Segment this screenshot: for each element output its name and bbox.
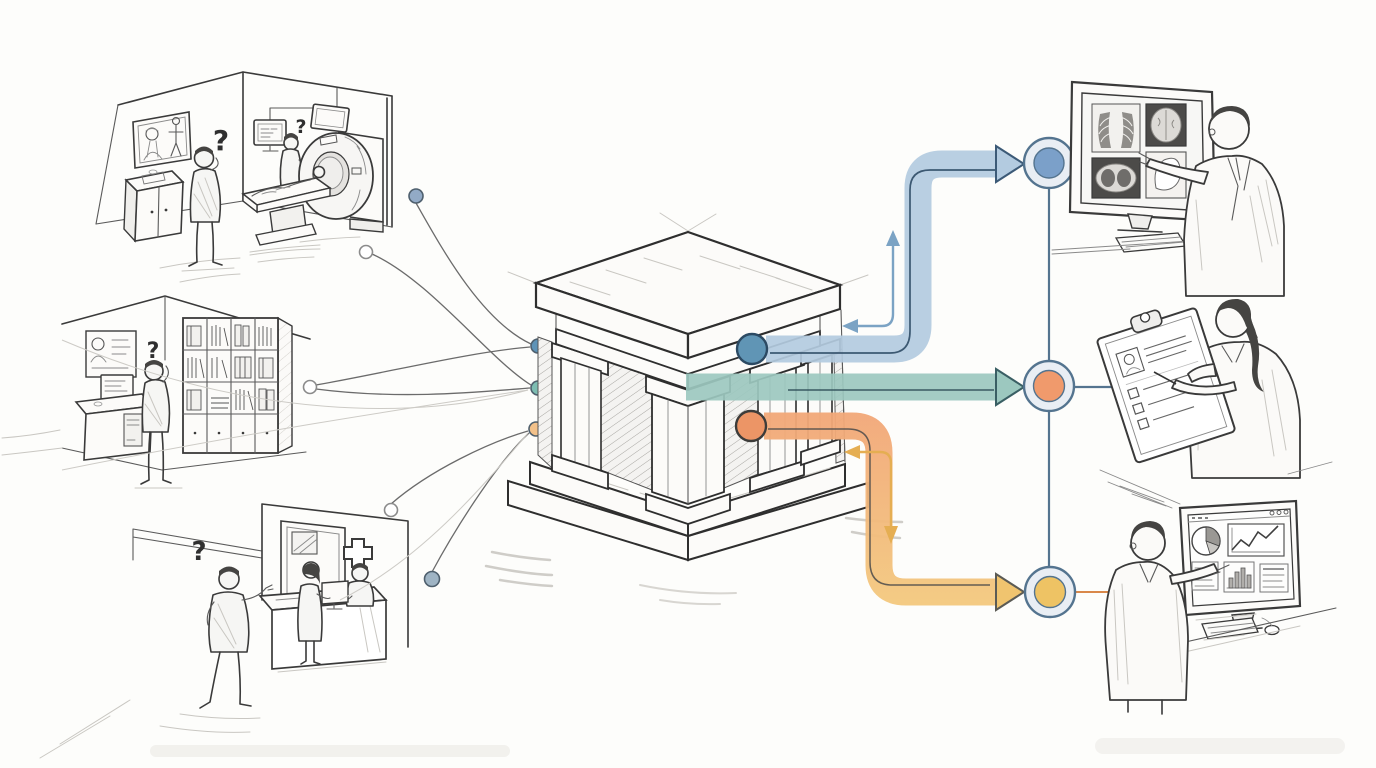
port-circle-orange — [734, 409, 768, 443]
shelf-books — [186, 324, 275, 411]
band-blue-arrowhead — [995, 144, 1026, 184]
scene-imaging-room: ? ? — [95, 71, 393, 283]
band-orange-arrowhead — [995, 572, 1026, 612]
scene-radiologist — [1051, 80, 1285, 297]
ct-panel — [1091, 157, 1141, 199]
band-blue-centerline — [770, 169, 1000, 354]
feedback-arrow-gold — [844, 445, 898, 544]
analyst-figure — [1104, 521, 1230, 715]
paper-marks — [150, 738, 1345, 757]
analyst-mouse — [1261, 617, 1280, 636]
left-connector-curves-faint — [61, 339, 529, 601]
band-teal-arrowhead — [995, 367, 1026, 407]
reception-visitor-figure — [199, 566, 274, 709]
band-orange — [764, 412, 998, 606]
dot-reception-open — [383, 502, 399, 518]
band-orange-centerline — [768, 428, 990, 586]
records-clerk-figure — [134, 360, 183, 489]
pen — [1153, 371, 1177, 385]
scene-analyst — [1104, 499, 1337, 715]
imaging-room-walls — [95, 71, 393, 283]
scene-reception: ? — [39, 503, 409, 759]
display-patient-figure — [143, 127, 163, 161]
imaging-visitor-question-mark: ? — [213, 124, 229, 157]
pillar-ports — [734, 332, 769, 443]
port-circle-blue — [735, 332, 769, 366]
mri-table-patient — [241, 165, 332, 263]
flow-bands — [686, 144, 1026, 612]
dot-reception-filled — [423, 570, 441, 588]
imaging-technician-question-mark: ? — [295, 116, 306, 138]
reception-woman-figure — [297, 561, 331, 665]
feedback-arrow-blue — [842, 230, 900, 333]
scene-clinician — [1096, 298, 1333, 509]
dot-imaging-filled — [408, 188, 424, 204]
clinician-arms — [1153, 363, 1237, 396]
imaging-cabinet — [123, 169, 185, 243]
dot-records-open — [302, 379, 318, 395]
imaging-visitor-figure — [181, 146, 235, 272]
shelf-cabinet-knobs — [193, 431, 269, 435]
radiologist-figure — [1138, 106, 1285, 297]
records-question-mark: ? — [147, 339, 160, 364]
dot-imaging-open — [358, 244, 374, 260]
dashboard-pie-chart — [1191, 526, 1221, 556]
dashboard-line-chart — [1227, 523, 1285, 557]
dashboard-window-dots — [1269, 509, 1289, 516]
imaging-wall-display — [132, 111, 192, 169]
xray-panel — [1091, 103, 1141, 153]
output-nodes — [1022, 136, 1120, 619]
pillar-left — [551, 341, 609, 491]
imaging-wall-monitors — [253, 87, 350, 152]
display-body-silhouette — [168, 116, 184, 157]
scene-records-room: ? — [1, 295, 311, 489]
records-desk-computer — [74, 374, 154, 461]
node-clinical-output — [1022, 359, 1076, 413]
node-imaging-output — [1022, 136, 1076, 190]
ceiling-monitor — [310, 103, 350, 133]
records-wall-poster — [85, 330, 137, 378]
reception-question-mark: ? — [191, 537, 206, 567]
dashboard-bar-chart — [1223, 561, 1255, 593]
analyst-keyboard — [1201, 617, 1259, 640]
brain-scan-panel — [1145, 103, 1187, 147]
dashboard-text-panel-right — [1259, 563, 1289, 593]
node-analytics-output — [1023, 565, 1077, 619]
